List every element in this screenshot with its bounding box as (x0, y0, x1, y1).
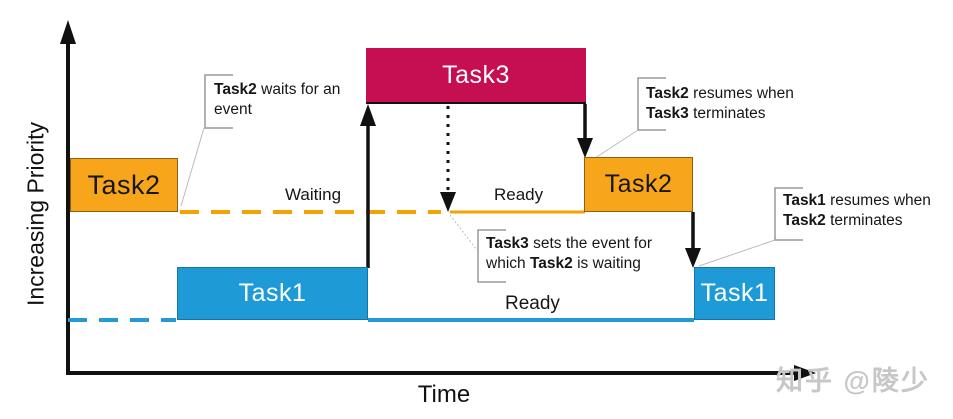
watermark-text: 知乎 @陵少 (776, 366, 930, 396)
waiting-label: Waiting (285, 185, 342, 204)
x-axis-arrowhead-icon (794, 365, 816, 381)
x-axis-label: Time (417, 381, 471, 408)
annotation-bold-task: Task2 (529, 255, 573, 272)
event-set-arrowhead-icon (440, 192, 456, 212)
callout-bracket-task2-waits (204, 74, 233, 129)
ready-upper-label: Ready (494, 185, 544, 204)
callout-connector-task2-waits (180, 127, 205, 207)
callout-bracket-task2-resumes (637, 77, 666, 131)
annotation-text: event (214, 101, 252, 118)
callout-connector-task2-resumes (588, 129, 639, 163)
callout-connector-task1-resumes (698, 239, 776, 267)
annotation-line: Task2 terminates (783, 211, 931, 231)
annotation-line: Task1 resumes when (783, 191, 931, 211)
annotation-task1-resumes: Task1 resumes when Task2 terminates (783, 191, 931, 231)
callout-connector-task3-sets (449, 214, 478, 251)
annotation-text: resumes when (830, 192, 931, 209)
annotation-task2-resumes: Task2 resumes when Task3 terminates (646, 84, 794, 124)
task1-left-box: Task1 (177, 267, 368, 320)
task2-left-box-label: Task2 (87, 169, 161, 200)
annotation-text: terminates (693, 105, 766, 122)
annotation-task3-sets: Task3 sets the event for which Task2 is … (486, 234, 652, 274)
task3-box-label: Task3 (442, 60, 510, 89)
annotation-line: Task2 resumes when (646, 84, 794, 104)
task3-box: Task3 (366, 48, 586, 104)
callout-bracket-task1-resumes (774, 187, 803, 241)
annotation-task2-waits: Task2 waits for an event (214, 80, 340, 120)
annotation-line: event (214, 100, 340, 120)
task2-left-box: Task2 (70, 158, 178, 212)
task2-right-box: Task2 (584, 157, 693, 212)
task2-right-box-label: Task2 (604, 170, 673, 198)
task2-resume-arrowhead-icon (577, 138, 593, 158)
annotation-bold-task: Task2 (646, 85, 689, 102)
annotation-bold-task: Task2 (783, 212, 826, 229)
annotation-text: terminates (830, 212, 903, 229)
annotation-line: which Task2 is waiting (486, 254, 652, 274)
y-axis-arrowhead-icon (60, 20, 76, 44)
task1-right-box: Task1 (694, 267, 775, 320)
annotation-text: which (486, 255, 526, 272)
annotation-text: is waiting (577, 255, 641, 272)
task3-start-arrowhead-icon (360, 104, 376, 126)
annotation-bold-task: Task1 (783, 192, 826, 209)
task1-resume-arrowhead-icon (685, 248, 701, 268)
callout-bracket-task3-sets (477, 229, 506, 283)
annotation-line: Task3 terminates (646, 104, 794, 124)
annotation-bold-task: Task2 (214, 81, 257, 98)
annotation-text: waits for an (261, 81, 341, 98)
annotation-bold-task: Task3 (486, 235, 529, 252)
ready-lower-label: Ready (505, 293, 560, 314)
annotation-line: Task3 sets the event for (486, 234, 652, 254)
annotation-text: resumes when (693, 85, 794, 102)
annotation-bold-task: Task3 (646, 105, 689, 122)
task1-left-box-label: Task1 (238, 279, 307, 307)
y-axis-label: Increasing Priority (22, 121, 49, 307)
annotation-text: sets the event for (533, 235, 653, 252)
task1-right-box-label: Task1 (700, 279, 769, 307)
annotation-line: Task2 waits for an (214, 80, 340, 100)
